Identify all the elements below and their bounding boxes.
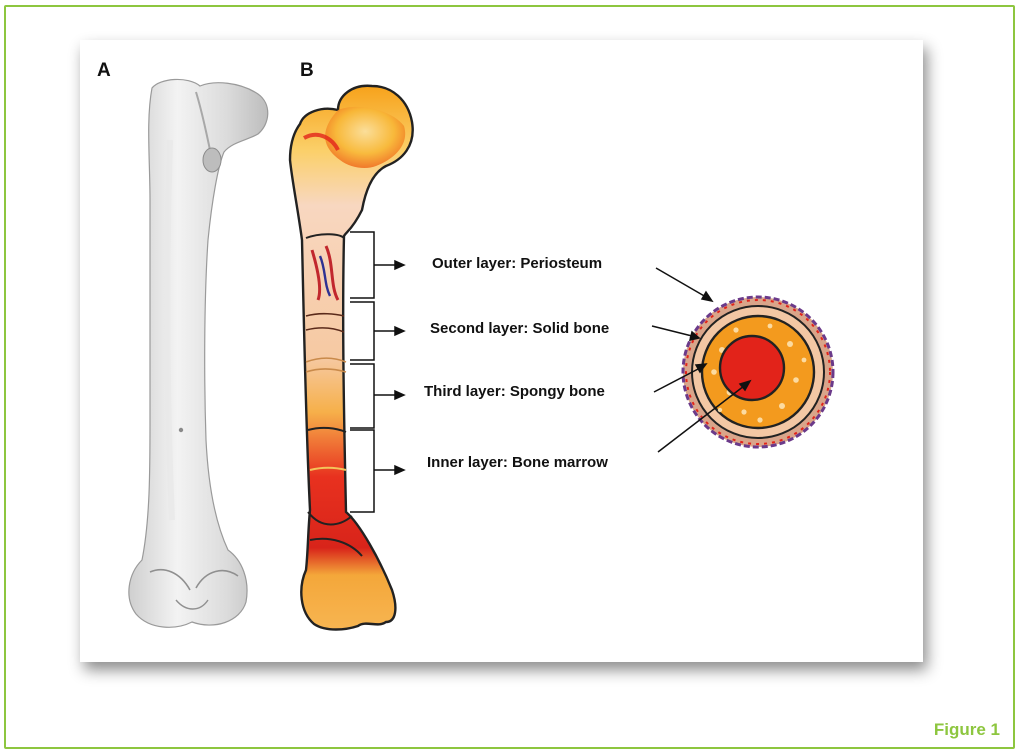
- layer-brackets: [350, 232, 374, 512]
- bone-cross-section-icon: [683, 297, 833, 447]
- bracket-solid-bone: [350, 302, 374, 360]
- label-second-layer: Second layer: Solid bone: [430, 320, 609, 337]
- panel-label-a: A: [97, 60, 111, 82]
- bracket-periosteum: [350, 232, 374, 298]
- femur-drawing-icon: [290, 86, 413, 630]
- femur-3d-scan-icon: [129, 79, 268, 627]
- layer-arrows: [374, 261, 404, 474]
- bracket-bone-marrow: [350, 430, 374, 512]
- label-outer-layer: Outer layer: Periosteum: [432, 255, 602, 272]
- figure-caption: Figure 1: [934, 720, 1000, 740]
- panel-label-b: B: [300, 60, 314, 82]
- label-inner-layer: Inner layer: Bone marrow: [427, 454, 608, 471]
- bracket-spongy-bone: [350, 364, 374, 428]
- label-third-layer: Third layer: Spongy bone: [424, 383, 605, 400]
